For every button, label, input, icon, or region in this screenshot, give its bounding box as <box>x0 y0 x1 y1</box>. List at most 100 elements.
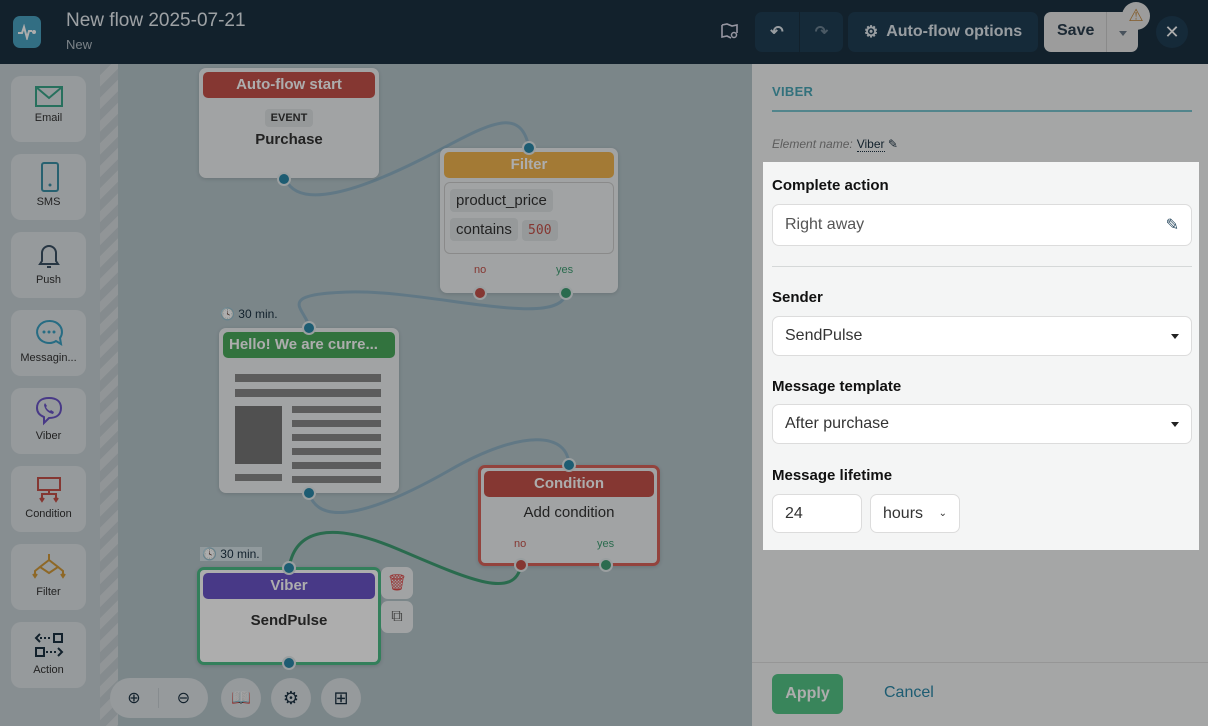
gear-icon: ⚙ <box>863 24 879 41</box>
input-port[interactable] <box>282 561 296 575</box>
no-port[interactable] <box>473 286 487 300</box>
node-auto-flow-start[interactable]: Auto-flow start EVENT Purchase <box>199 68 379 186</box>
template-label: Message template <box>772 378 902 395</box>
zoom-in-button[interactable]: ⊕ <box>110 688 159 708</box>
connector-start-filter <box>284 121 531 197</box>
guide-book-button[interactable]: 📖 <box>221 678 261 718</box>
phone-icon <box>40 162 59 192</box>
filter-field: product_price <box>450 189 553 212</box>
sender-label: Sender <box>772 289 823 306</box>
add-condition-link[interactable]: Add condition <box>523 504 615 521</box>
viber-delay: 🕓 30 min. <box>200 547 262 561</box>
element-settings-panel: VIBER Element name:Viber ✎ Complete acti… <box>752 64 1208 726</box>
flow-title[interactable]: New flow 2025-07-21 <box>66 10 246 31</box>
sender-select[interactable]: SendPulse <box>772 316 1192 356</box>
chat-icon <box>35 319 63 346</box>
zoom-controls: ⊕ ⊖ <box>110 678 208 718</box>
branch-yes-label: yes <box>556 264 574 276</box>
email-delay: 🕓 30 min. <box>220 307 278 321</box>
viber-icon <box>35 396 62 426</box>
element-name-value[interactable]: Viber <box>856 137 885 152</box>
sidebar-item-sms[interactable]: SMS <box>11 154 86 220</box>
output-port[interactable] <box>282 656 296 670</box>
undo-button[interactable]: ↶ <box>755 12 799 52</box>
overview-button[interactable]: ⊞ <box>321 678 361 718</box>
apply-button[interactable]: Apply <box>772 674 843 714</box>
action-icon <box>34 633 63 657</box>
chevron-down-icon <box>1171 421 1179 427</box>
gear-icon: ⚙ <box>282 687 300 708</box>
auto-flow-options-button[interactable]: ⚙Auto-flow options <box>848 12 1038 52</box>
email-preview <box>235 374 381 484</box>
bell-icon <box>37 245 60 268</box>
node-title: Filter <box>444 152 614 178</box>
copy-icon: ⧉ <box>391 608 403 625</box>
canvas-settings-button[interactable]: ⚙ <box>271 678 311 718</box>
delete-node-button[interactable]: 🗑 <box>381 567 413 599</box>
edit-icon[interactable]: ✎ <box>1165 217 1179 234</box>
panel-footer: Apply Cancel <box>752 662 1208 726</box>
no-port[interactable] <box>514 558 528 572</box>
input-port[interactable] <box>302 321 316 335</box>
panel-title-underline <box>772 110 1192 112</box>
connector-filter-email <box>297 290 568 329</box>
lifetime-label: Message lifetime <box>772 467 893 484</box>
sidebar-item-filter[interactable]: Filter <box>11 544 86 610</box>
condition-icon <box>36 477 61 503</box>
sidebar-item-viber[interactable]: Viber <box>11 388 86 454</box>
sidebar-item-messaging[interactable]: Messagin... <box>11 310 86 376</box>
lifetime-unit-select[interactable]: hours⌄ <box>870 494 960 533</box>
node-email[interactable]: Hello! We are curre... <box>219 321 399 500</box>
duplicate-node-button[interactable]: ⧉ <box>381 601 413 633</box>
zoom-out-button[interactable]: ⊖ <box>176 690 191 707</box>
sidebar-item-push[interactable]: Push <box>11 232 86 298</box>
filter-operator: contains <box>450 218 518 241</box>
output-port[interactable] <box>277 172 291 186</box>
node-viber-selected[interactable]: Viber SendPulse <box>197 561 381 670</box>
top-bar: New flow 2025-07-21 New ↶ ↷ ⚙Auto-flow o… <box>0 0 1208 64</box>
output-port[interactable] <box>302 486 316 500</box>
sidebar-edge <box>100 64 118 726</box>
divider <box>772 266 1192 267</box>
app-logo-icon[interactable] <box>13 16 41 48</box>
element-name-row: Element name:Viber ✎ <box>772 137 898 152</box>
node-title: Auto-flow start <box>203 72 375 98</box>
branch-yes-label: yes <box>597 538 615 550</box>
yes-port[interactable] <box>559 286 573 300</box>
branch-no-label: no <box>514 538 527 550</box>
branch-no-label: no <box>474 264 487 276</box>
chevron-down-icon <box>1171 333 1179 339</box>
sidebar-item-condition[interactable]: Condition <box>11 466 86 532</box>
redo-button[interactable]: ↷ <box>800 12 843 52</box>
input-port[interactable] <box>562 458 576 472</box>
chevron-down-icon: ⌄ <box>938 508 947 519</box>
input-port[interactable] <box>522 141 536 155</box>
yes-port[interactable] <box>599 558 613 572</box>
edit-name-icon[interactable]: ✎ <box>887 137 898 151</box>
save-dropdown-button[interactable] <box>1106 12 1138 52</box>
panel-title: VIBER <box>772 84 814 99</box>
node-filter[interactable]: Filter product_price contains 500 no yes <box>440 141 618 300</box>
guide-icon[interactable] <box>720 22 740 45</box>
lifetime-value-input[interactable]: 24 <box>772 494 862 533</box>
sidebar-item-action[interactable]: Action <box>11 622 86 688</box>
complete-action-field[interactable]: Right away✎ <box>772 204 1192 246</box>
connector-condition-viber <box>287 530 523 586</box>
grid-icon: ⊞ <box>333 687 349 708</box>
node-condition[interactable]: Condition Add condition no yes <box>478 458 660 572</box>
filter-icon <box>31 554 66 579</box>
flow-status: New <box>66 37 93 52</box>
event-badge: EVENT <box>264 109 314 127</box>
template-select[interactable]: After purchase <box>772 404 1192 444</box>
email-icon <box>34 86 63 107</box>
sidebar-item-email[interactable]: Email <box>11 76 86 142</box>
cancel-button[interactable]: Cancel <box>884 684 934 701</box>
node-title: Viber <box>203 573 375 599</box>
warning-icon[interactable]: ⚠ <box>1122 2 1150 30</box>
filter-value: 500 <box>522 220 558 241</box>
book-icon: 📖 <box>231 690 251 707</box>
complete-action-label: Complete action <box>772 177 889 194</box>
event-name: Purchase <box>255 131 323 148</box>
close-button[interactable]: ✕ <box>1156 16 1188 48</box>
